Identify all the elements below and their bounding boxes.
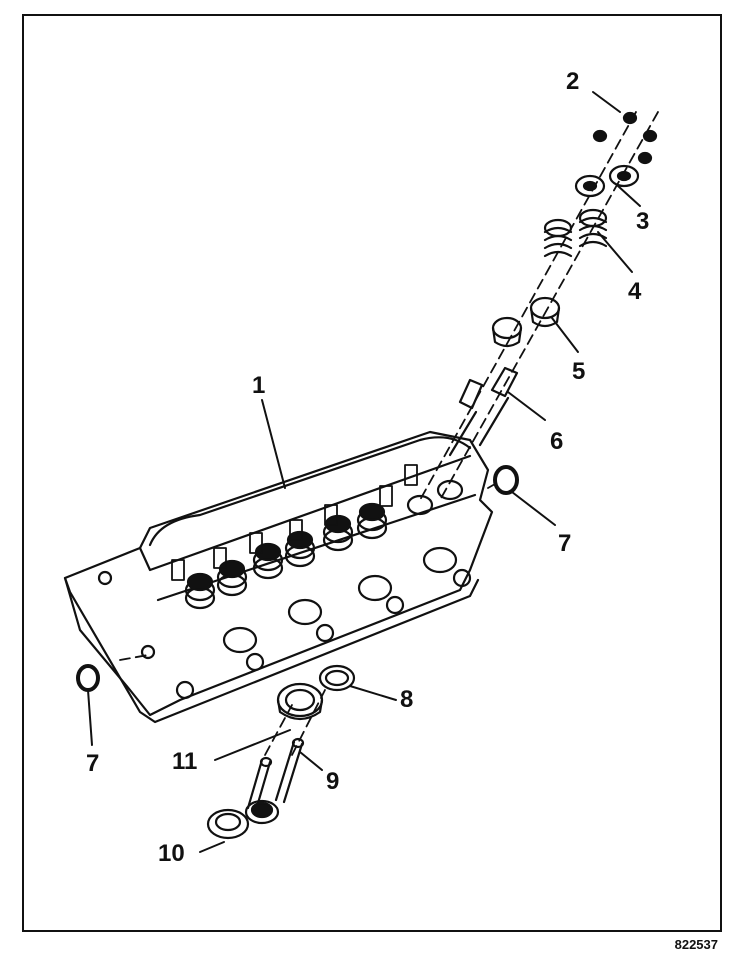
- callout-8: 8: [400, 686, 414, 713]
- diagram-frame: [22, 14, 722, 932]
- valve-seals: [491, 296, 561, 348]
- figure-id: 822537: [674, 937, 718, 952]
- callout-3: 3: [636, 208, 650, 235]
- valve-retainers: [574, 164, 640, 198]
- callout-6: 6: [550, 428, 564, 455]
- callout-7-left: 7: [86, 750, 100, 777]
- callout-2: 2: [566, 68, 580, 95]
- callout-9: 9: [326, 768, 340, 795]
- ports: [97, 546, 472, 700]
- callout-11: 11: [172, 748, 198, 775]
- valve-keys: [592, 111, 658, 165]
- valves: [206, 737, 305, 840]
- callout-5: 5: [572, 358, 586, 385]
- callout-4: 4: [628, 278, 642, 305]
- callout-10: 10: [158, 840, 185, 867]
- valve-springs: [543, 208, 608, 258]
- cylinder-head: [63, 430, 494, 724]
- callout-1: 1: [252, 372, 266, 399]
- sealing-rings: [76, 465, 519, 692]
- callout-7-right: 7: [558, 530, 572, 557]
- valve-guides: [448, 366, 519, 457]
- valve-seats: [276, 664, 356, 721]
